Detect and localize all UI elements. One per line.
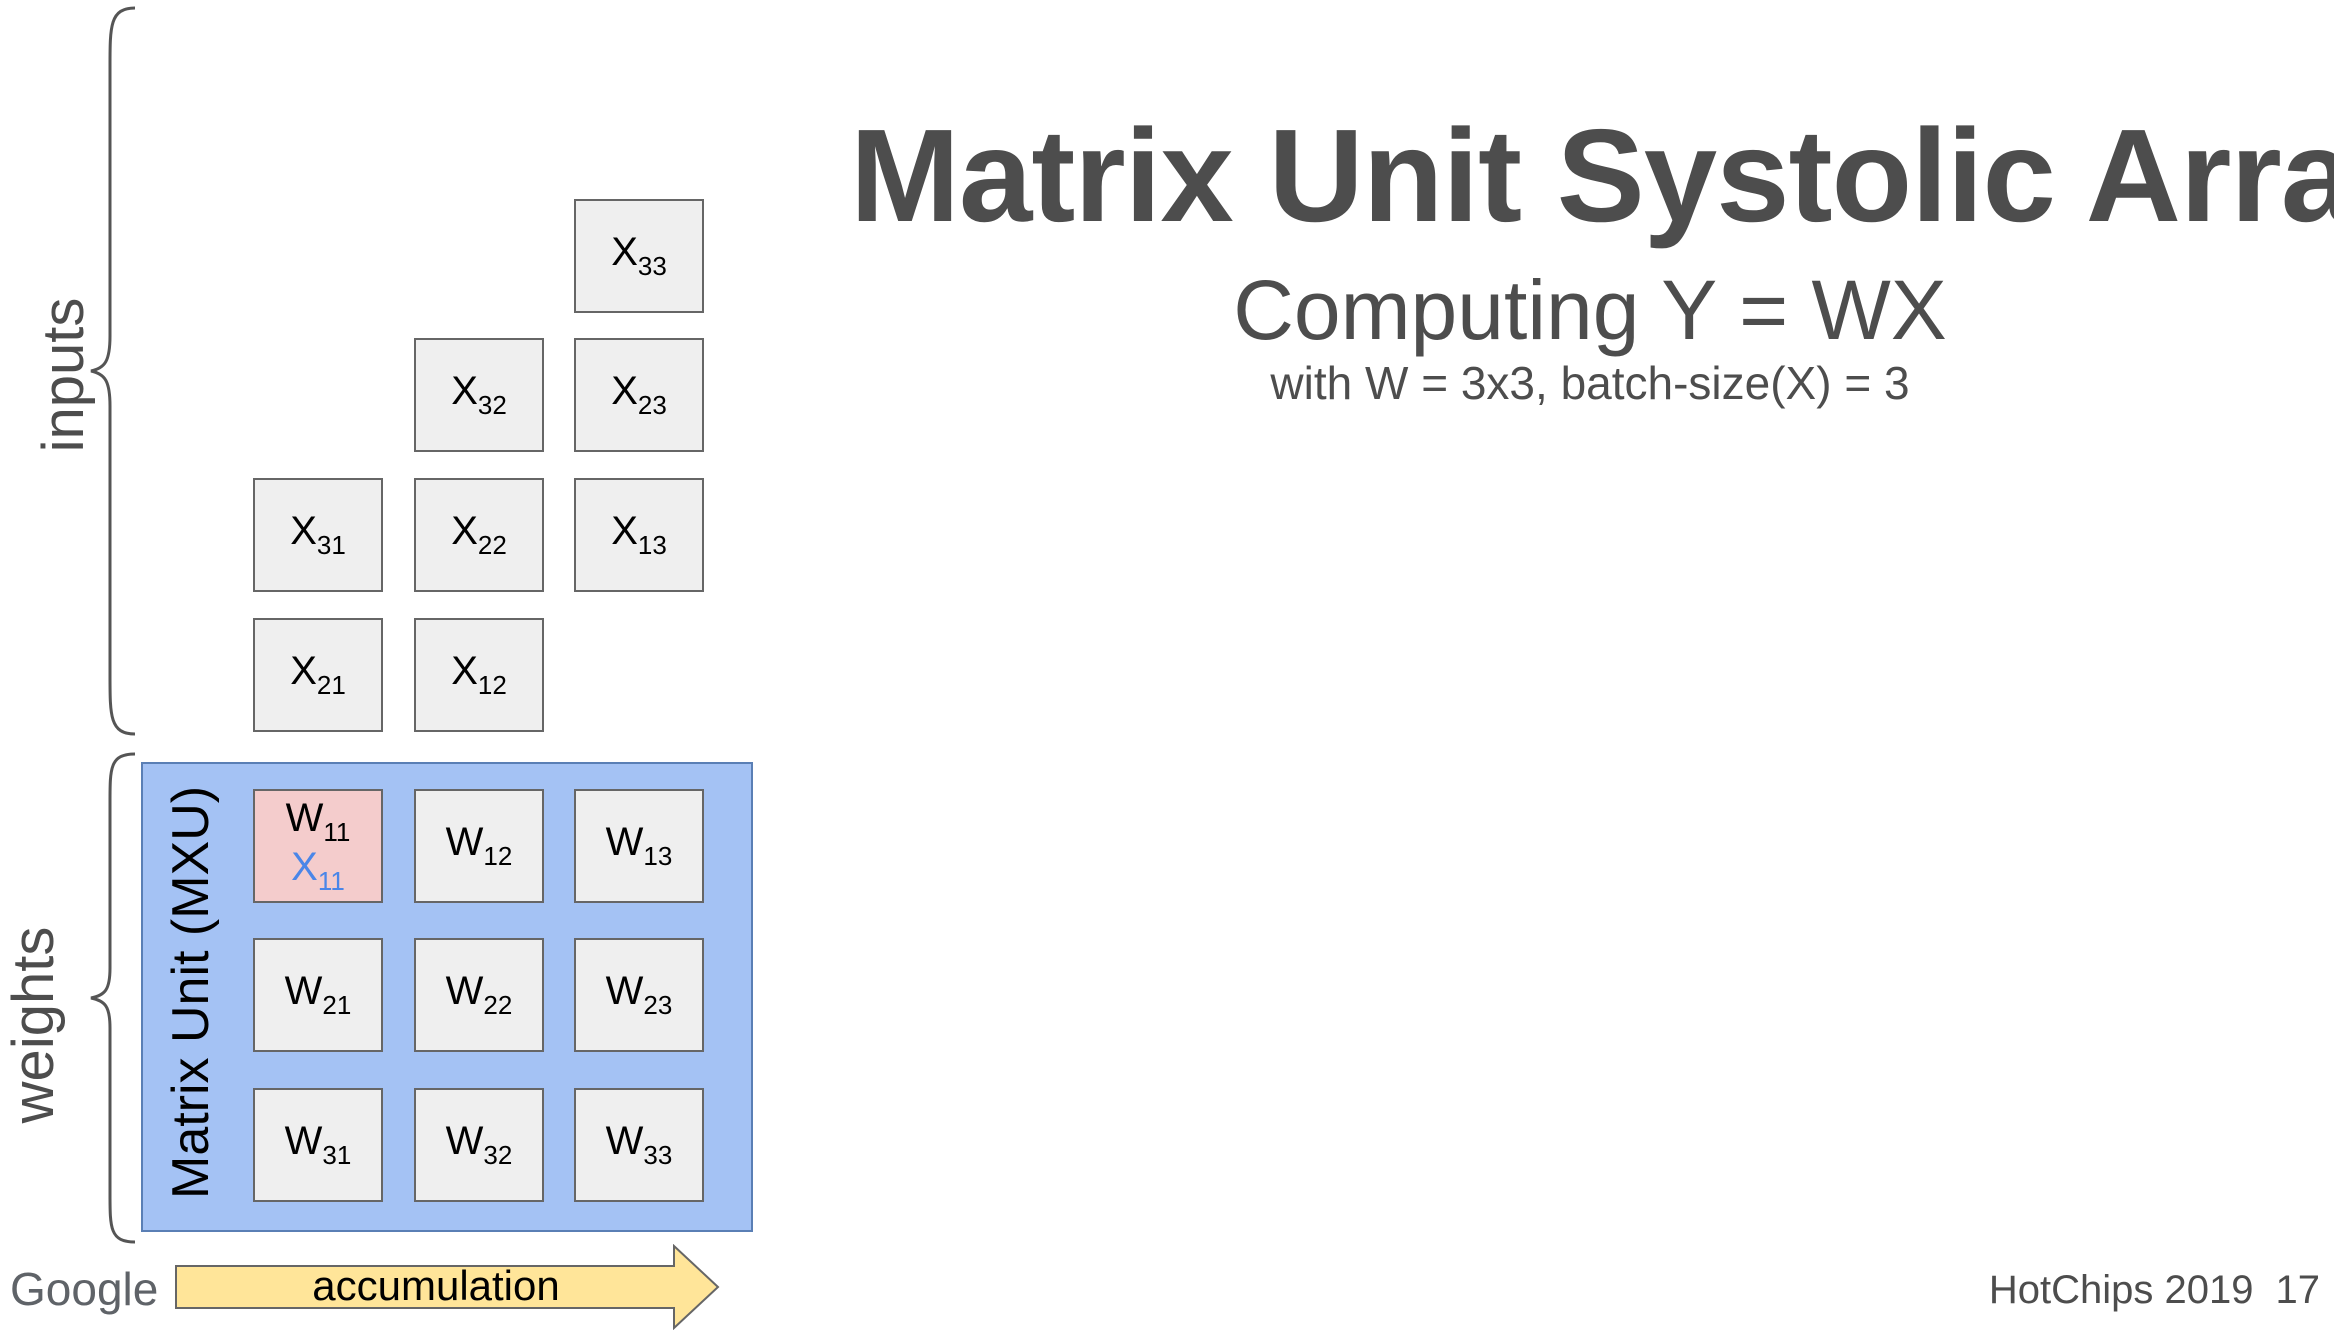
google-logo: Google (10, 1263, 159, 1315)
weight-variable: W12 (445, 820, 513, 872)
input-variable: X21 (290, 649, 346, 701)
weight-cell-w12: W12 (414, 789, 544, 903)
weight-cell-w13: W13 (574, 789, 704, 903)
weights-brace (90, 752, 136, 1244)
input-cell-x13: X13 (574, 478, 704, 592)
weight-variable: W23 (605, 969, 673, 1021)
slide-footer: HotChips 2019 17 (1900, 1268, 2320, 1313)
weight-variable: W33 (605, 1119, 673, 1171)
inputs-brace (90, 6, 136, 736)
page-number: 17 (2275, 1268, 2321, 1312)
input-variable: X13 (611, 509, 667, 561)
input-cell-x32: X32 (414, 338, 544, 452)
input-cell-x22: X22 (414, 478, 544, 592)
weight-cell-w11: W11 X11 (253, 789, 383, 903)
input-cell-x12: X12 (414, 618, 544, 732)
weight-cell-w32: W32 (414, 1088, 544, 1202)
weight-variable: W31 (284, 1119, 352, 1171)
event-name: HotChips 2019 (1988, 1268, 2254, 1312)
weight-variable: W11 (285, 795, 351, 847)
weights-label: weights (1, 926, 66, 1124)
page-title: Matrix Unit Systolic Array (850, 102, 2334, 249)
input-variable: X31 (290, 509, 346, 561)
page-subtitle: Computing Y = WX (1233, 263, 1947, 357)
page-subsubtitle: with W = 3x3, batch-size(X) = 3 (1270, 357, 1910, 409)
accumulation-arrow-icon (175, 1244, 720, 1330)
weight-variable: W32 (445, 1119, 513, 1171)
weight-variable: W22 (445, 969, 513, 1021)
input-variable: X33 (611, 230, 667, 282)
accumulation-label: accumulation (312, 1262, 560, 1309)
input-variable: X23 (611, 369, 667, 421)
input-cell-x23: X23 (574, 338, 704, 452)
input-variable: X12 (451, 649, 507, 701)
weight-cell-w21: W21 (253, 938, 383, 1052)
weight-cell-w31: W31 (253, 1088, 383, 1202)
matrix-unit-label: Matrix Unit (MXU) (162, 785, 220, 1199)
input-cell-x33: X33 (574, 199, 704, 313)
input-overlay-variable: X11 (291, 845, 345, 896)
weight-variable: W21 (284, 969, 352, 1021)
input-cell-x21: X21 (253, 618, 383, 732)
inputs-label: inputs (31, 297, 96, 453)
weight-cell-w22: W22 (414, 938, 544, 1052)
input-variable: X22 (451, 509, 507, 561)
input-variable: X32 (451, 369, 507, 421)
input-cell-x31: X31 (253, 478, 383, 592)
weight-variable: W13 (605, 820, 673, 872)
weight-cell-w33: W33 (574, 1088, 704, 1202)
weight-cell-w23: W23 (574, 938, 704, 1052)
